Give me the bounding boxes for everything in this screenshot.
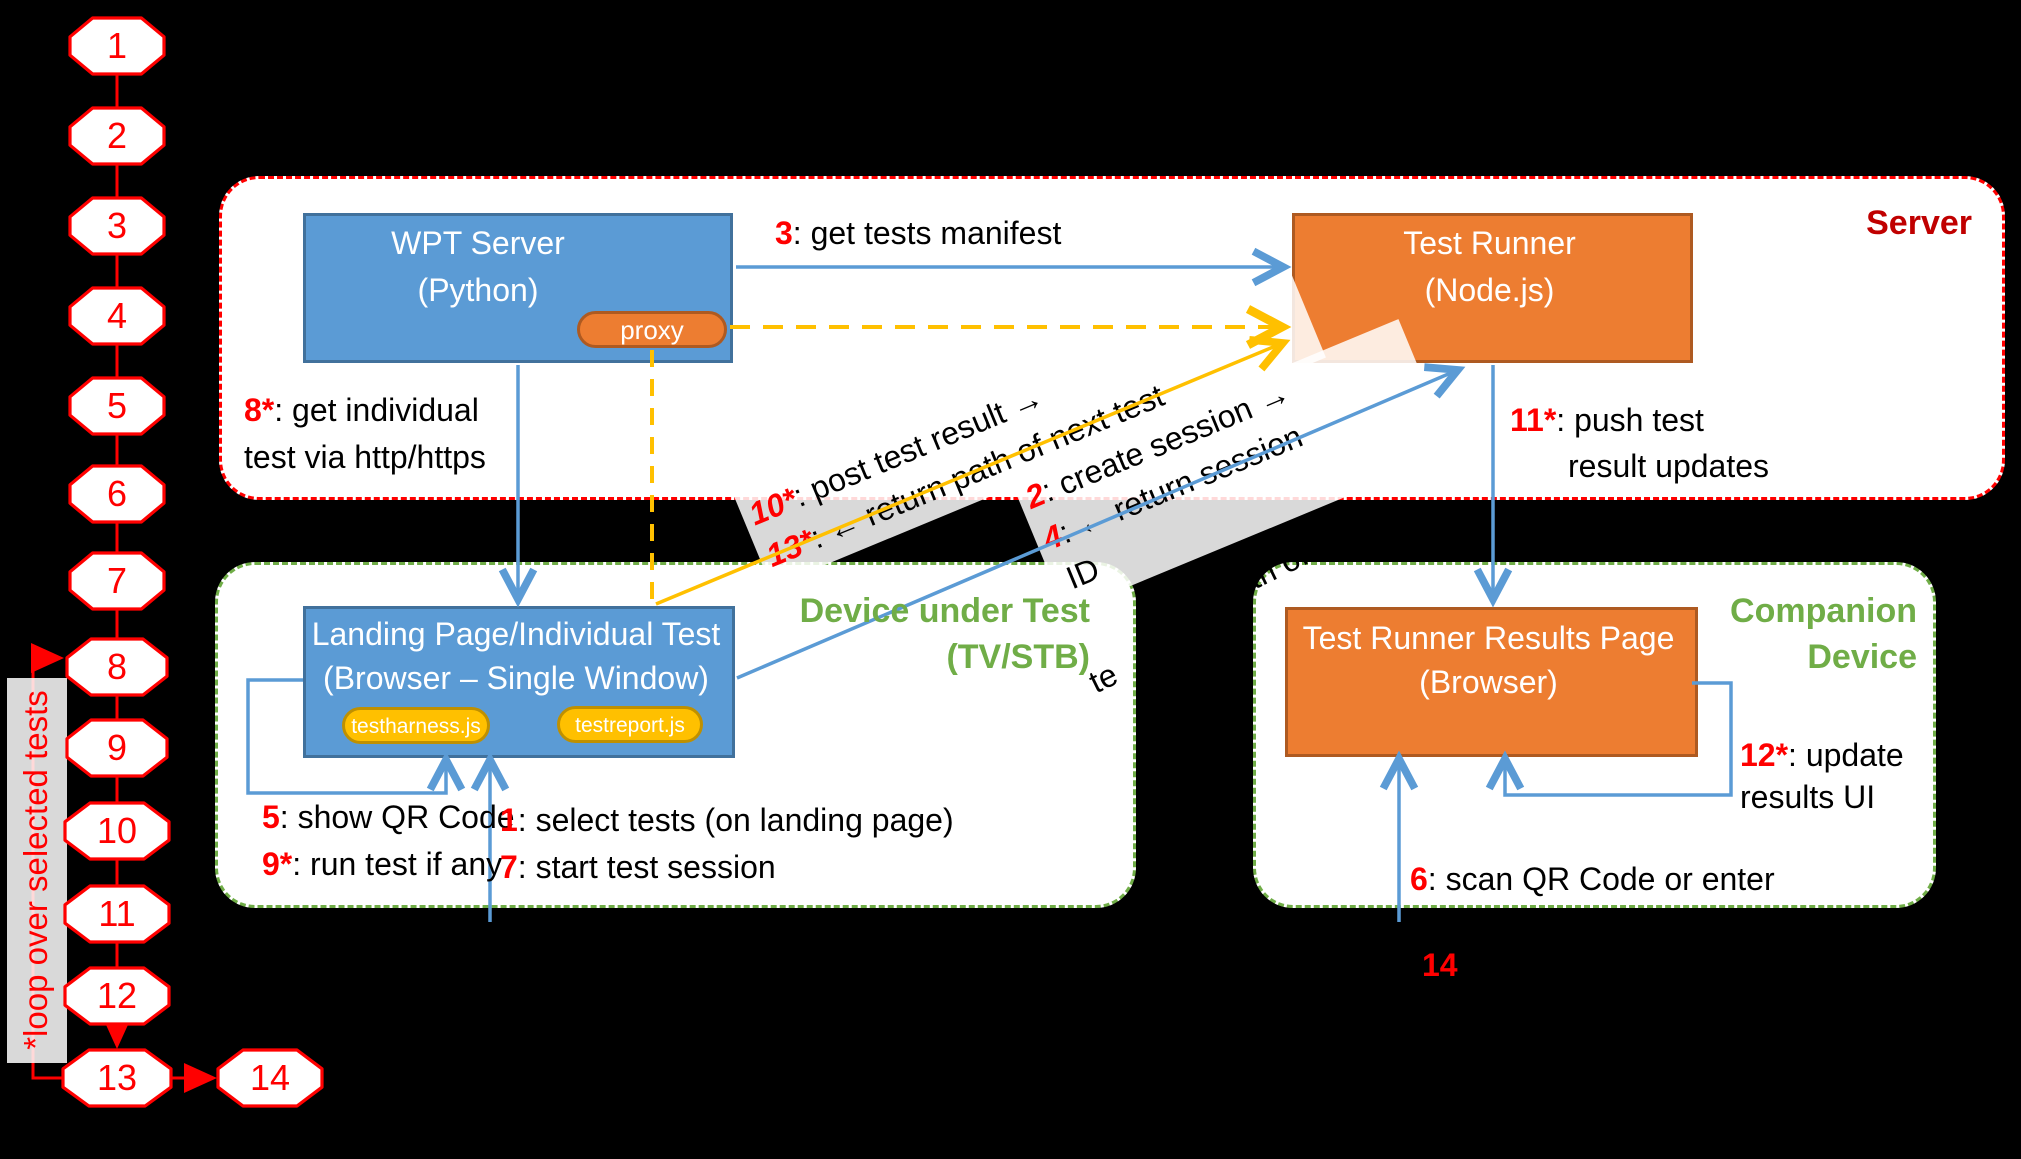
step12-annotation: 12*: update xyxy=(1740,737,1904,773)
sequence-node-number: 4 xyxy=(106,295,128,336)
sequence-connectors xyxy=(102,74,217,1093)
sequence-node-number: 1 xyxy=(106,25,128,66)
test-runner-title: Test Runner (Node.js) xyxy=(1403,225,1576,308)
step6-annotation: 6: scan QR Code or enter xyxy=(1410,861,1775,897)
step5-annotation: 5: show QR Code xyxy=(262,799,515,835)
arrow-2-create-session xyxy=(736,363,1466,680)
testreport-pill: testreport.js xyxy=(557,706,703,743)
wpt-server-title: WPT Server (Python) xyxy=(391,225,565,308)
sequence-node xyxy=(65,718,169,778)
step7-annotation: 7: start test session xyxy=(500,849,776,885)
step14-annotation: 14 xyxy=(1422,947,1458,983)
sequence-node-number: 13 xyxy=(96,1057,138,1098)
sequence-node-number: 6 xyxy=(106,473,128,514)
sequence-node xyxy=(68,464,166,524)
sequence-node xyxy=(68,551,166,611)
step11-annotation-line2: result updates xyxy=(1568,448,1770,484)
arrow-12-update-loop xyxy=(1485,681,1733,797)
sequence-node-number: 10 xyxy=(96,810,138,851)
device-region-label: Device under Test (TV/STB) xyxy=(799,592,1090,676)
testharness-label: testharness.js xyxy=(351,715,481,738)
sequence-node xyxy=(65,637,169,697)
loop-text-strip xyxy=(7,678,67,1063)
sequence-node xyxy=(61,1048,173,1108)
proxy-pill: proxy xyxy=(577,311,727,348)
sequence-node-number: 9 xyxy=(106,727,128,768)
testreport-label: testreport.js xyxy=(575,714,685,737)
sequence-node-number: 8 xyxy=(106,646,128,687)
results-page-title: Test Runner Results Page (Browser) xyxy=(1302,620,1675,700)
testharness-pill: testharness.js xyxy=(342,707,490,744)
step8-annotation: 8*: get individual xyxy=(244,392,479,428)
sequence-node-number: 7 xyxy=(106,560,128,601)
results-page-box xyxy=(1285,607,1698,757)
sequence-node xyxy=(63,801,171,861)
step8-annotation-line2: test via http/https xyxy=(244,439,486,475)
sequence-node-number: 11 xyxy=(98,893,136,934)
arrow-10-post-result xyxy=(655,336,1291,606)
sequence-nodes xyxy=(61,16,324,1108)
sequence-node xyxy=(216,1048,324,1108)
step1-annotation: 1: select tests (on landing page) xyxy=(500,802,954,838)
sequence-node-number: 2 xyxy=(106,115,128,156)
landing-page-title: Landing Page/Individual Test (Browser – … xyxy=(311,616,721,696)
server-region-label: Server xyxy=(1866,204,1972,242)
proxy-label: proxy xyxy=(620,315,684,345)
step11-annotation: 11*: push test xyxy=(1510,402,1704,438)
sequence-node-number: 5 xyxy=(106,385,128,426)
arrow-5-show-qr-loop xyxy=(246,678,466,795)
step3-annotation: 3: get tests manifest xyxy=(775,215,1062,251)
sequence-node-number: 14 xyxy=(249,1057,291,1098)
sequence-node xyxy=(63,966,171,1026)
companion-region-label: Companion Device xyxy=(1730,592,1917,676)
sequence-node xyxy=(68,106,166,166)
sequence-node xyxy=(68,376,166,436)
sequence-node xyxy=(68,196,166,256)
sequence-node xyxy=(63,884,171,944)
sequence-node xyxy=(68,16,166,76)
loop-over-tests-label: *loop over selected tests xyxy=(17,690,54,1050)
step9-annotation: 9*: run test if any xyxy=(262,846,503,882)
step12-annotation-line2: results UI xyxy=(1740,779,1876,815)
sequence-node-number: 12 xyxy=(96,975,138,1016)
hidden-text-fragment-2: th of xyxy=(1242,536,1314,596)
sequence-node-number: 3 xyxy=(106,205,128,246)
sequence-node xyxy=(68,286,166,346)
